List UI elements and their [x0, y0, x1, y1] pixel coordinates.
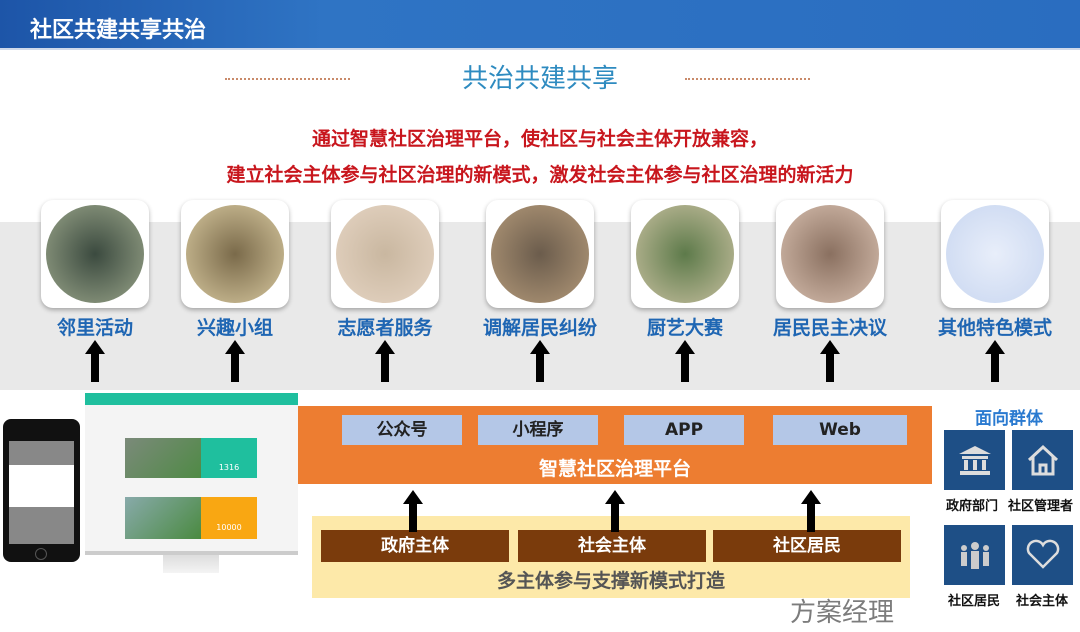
intro-line-1: 通过智慧社区治理平台，使社区与社会主体开放兼容，: [311, 128, 768, 150]
subject-box: 社会主体: [518, 530, 706, 562]
activity-label: 志愿者服务: [337, 317, 433, 339]
activity-photo-card: [486, 200, 594, 308]
page-title: 社区共建共享共治: [30, 18, 207, 43]
channel-box: 小程序: [478, 415, 598, 445]
arrow-up-icon: [675, 340, 695, 382]
subject-box: 社区居民: [713, 530, 901, 562]
subject-box: 政府主体: [321, 530, 509, 562]
group-label: 社区居民: [948, 594, 1001, 609]
desktop-mockup: 1316 10000: [85, 393, 298, 578]
stat-1: 1316: [201, 438, 257, 478]
divider: [225, 78, 350, 80]
arrow-up-icon: [225, 340, 245, 382]
activity-photo: [946, 205, 1044, 303]
arrow-up-icon: [801, 490, 821, 532]
activity-photo: [781, 205, 879, 303]
divider: [685, 78, 810, 80]
activity-photo: [336, 205, 434, 303]
group-label: 政府部门: [946, 499, 999, 514]
home-icon: [1012, 430, 1073, 490]
watermark: 方案经理: [790, 598, 895, 628]
group-label: 社区管理者: [1008, 499, 1074, 514]
group-label: 社会主体: [1016, 594, 1069, 609]
activity-photo-card: [631, 200, 739, 308]
channel-box: 公众号: [342, 415, 462, 445]
intro-line-2: 建立社会主体参与社区治理的新模式，激发社会主体参与社区治理的新活力: [226, 164, 854, 186]
activity-photo-card: [331, 200, 439, 308]
activity-photo: [186, 205, 284, 303]
arrow-up-icon: [605, 490, 625, 532]
activity-label: 居民民主决议: [772, 317, 887, 339]
activity-photo-card: [181, 200, 289, 308]
groups-title: 面向群体: [975, 409, 1043, 429]
arrow-up-icon: [403, 490, 423, 532]
activity-label: 厨艺大赛: [646, 317, 723, 339]
activity-photo-card: [41, 200, 149, 308]
government-icon: [944, 430, 1005, 490]
channel-box: APP: [624, 415, 744, 445]
activity-label: 兴趣小组: [196, 317, 273, 339]
arrow-up-icon: [985, 340, 1005, 382]
activity-photo: [46, 205, 144, 303]
activity-photo-card: [941, 200, 1049, 308]
platform-title: 智慧社区治理平台: [538, 458, 691, 480]
arrow-up-icon: [820, 340, 840, 382]
people-icon: [944, 525, 1005, 585]
activity-label: 其他特色模式: [937, 317, 1052, 339]
activity-photo: [491, 205, 589, 303]
activity-photo: [636, 205, 734, 303]
phone-mockup: [3, 419, 80, 562]
activity-label: 邻里活动: [56, 317, 133, 339]
activity-photo-card: [776, 200, 884, 308]
handshake-icon: [1012, 525, 1073, 585]
stat-2: 10000: [201, 497, 257, 539]
header-bar: 社区共建共享共治: [0, 0, 1080, 50]
subtitle: 共治共建共享: [461, 64, 618, 94]
arrow-up-icon: [85, 340, 105, 382]
channel-box: Web: [773, 415, 907, 445]
arrow-up-icon: [530, 340, 550, 382]
support-title: 多主体参与支撑新模式打造: [496, 570, 725, 592]
activity-label: 调解居民纠纷: [482, 317, 597, 339]
arrow-up-icon: [375, 340, 395, 382]
